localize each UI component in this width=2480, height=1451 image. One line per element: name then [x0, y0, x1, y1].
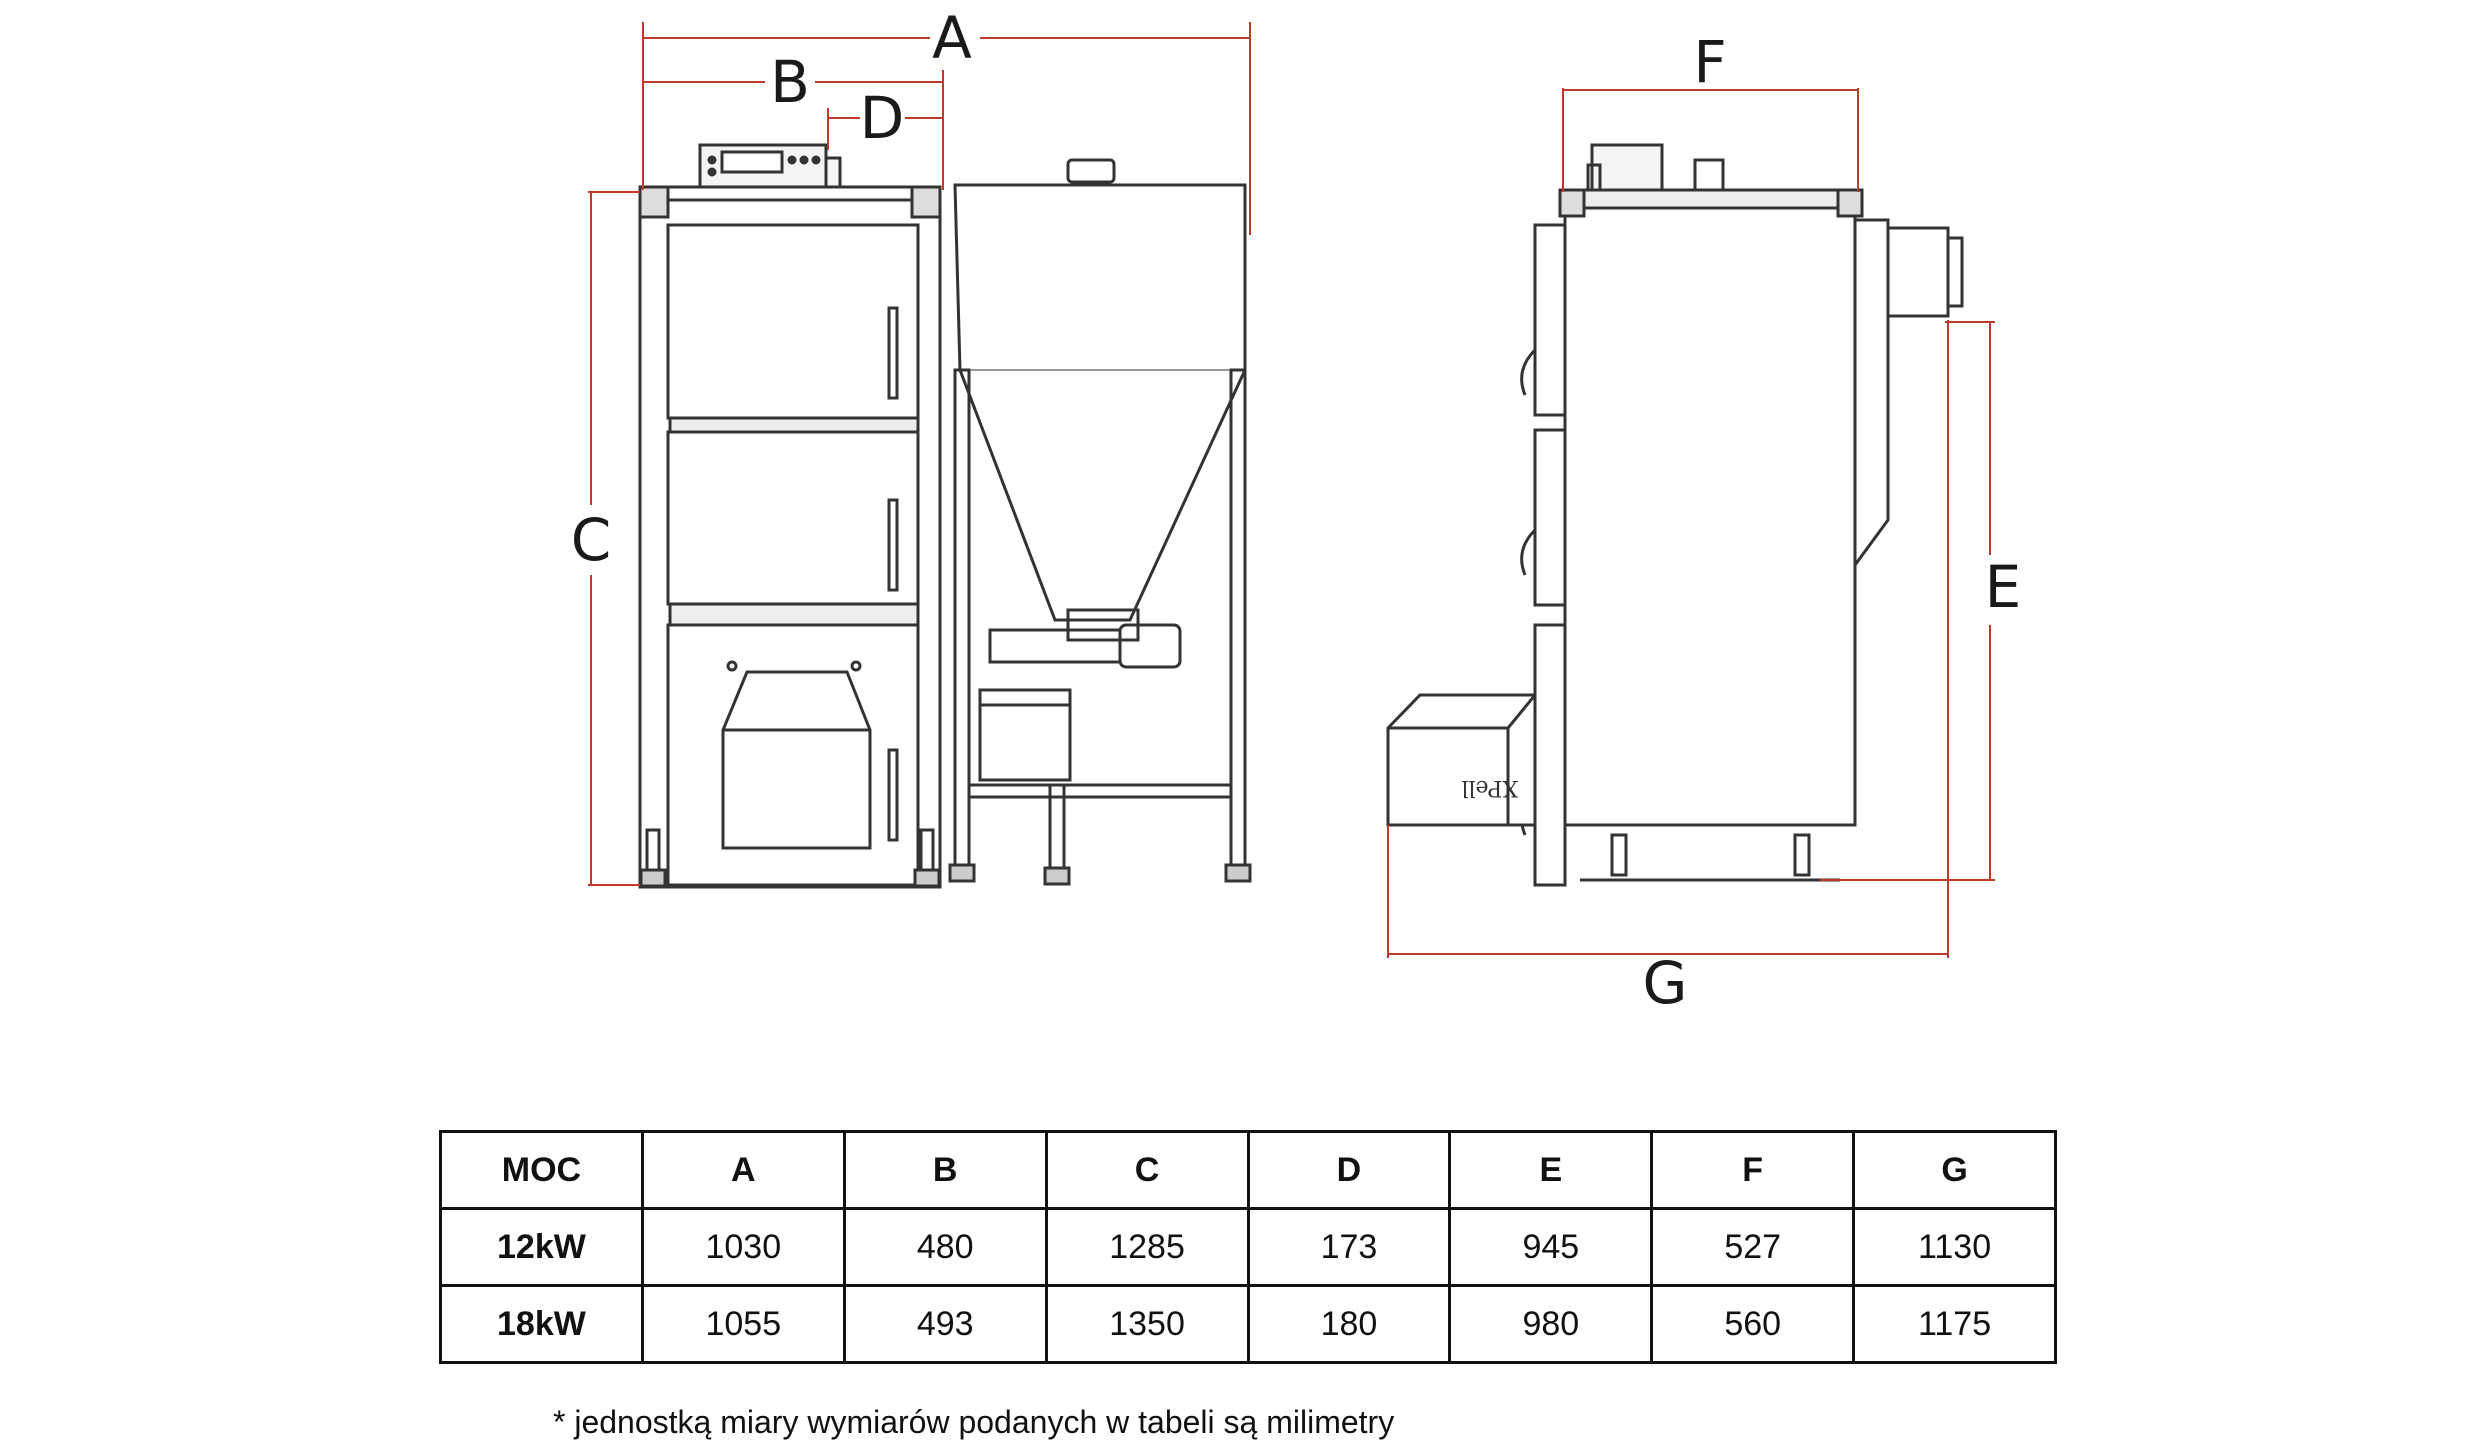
dim-label-c: C [571, 506, 612, 574]
table-cell: 493 [842, 1284, 1048, 1364]
table-row: 18kW 1055 493 1350 180 980 560 1175 [439, 1284, 2057, 1364]
table-header-row: MOC A B C D E F G [439, 1130, 2057, 1210]
upper-door [666, 223, 920, 420]
dim-label-d: D [860, 84, 905, 152]
side-body [1563, 193, 1857, 827]
table-cell: 1130 [1852, 1207, 2057, 1287]
table-cell: 1285 [1044, 1207, 1250, 1287]
dim-label-f: F [1693, 28, 1726, 96]
header-b: B [842, 1130, 1048, 1210]
header-a: A [640, 1130, 846, 1210]
table-cell: 180 [1246, 1284, 1452, 1364]
dimension-table: MOC A B C D E F G 12kW 1030 480 1285 173… [439, 1130, 2057, 1364]
burner-box [1386, 693, 1537, 827]
header-moc: MOC [439, 1130, 644, 1210]
table-cell: 1030 [640, 1207, 846, 1287]
side-view [1386, 143, 1964, 887]
boiler-body [638, 185, 942, 889]
table-cell: 173 [1246, 1207, 1452, 1287]
table-cell: 527 [1650, 1207, 1856, 1287]
middle-door [666, 430, 920, 606]
header-g: G [1852, 1130, 2057, 1210]
table-cell: 1350 [1044, 1284, 1250, 1364]
dim-label-g: G [1643, 949, 1688, 1017]
table-cell: 945 [1448, 1207, 1654, 1287]
controller-unit [698, 143, 842, 189]
table-cell: 980 [1448, 1284, 1654, 1364]
table-cell: 1055 [640, 1284, 846, 1364]
dim-label-e: E [1985, 553, 2022, 621]
table-cell: 560 [1650, 1284, 1856, 1364]
dim-label-a: A [932, 4, 972, 72]
table-cell: 18kW [439, 1284, 644, 1364]
front-view [638, 143, 942, 889]
table-cell: 480 [842, 1207, 1048, 1287]
header-f: F [1650, 1130, 1856, 1210]
dimension-lines [588, 22, 1995, 958]
footnote: * jednostką miary wymiarów podanych w ta… [553, 1404, 1395, 1440]
dim-label-b: B [770, 48, 810, 116]
table-cell: 1175 [1852, 1284, 2057, 1364]
header-d: D [1246, 1130, 1452, 1210]
table-cell: 12kW [439, 1207, 644, 1287]
table-row: 12kW 1030 480 1285 173 945 527 1130 [439, 1207, 2057, 1287]
pellet-hopper [948, 158, 1252, 886]
header-e: E [1448, 1130, 1654, 1210]
boiler-technical-drawing: XPell A B C D E F [571, 4, 2022, 1017]
header-c: C [1044, 1130, 1250, 1210]
panel-logo: XPell [1461, 775, 1518, 800]
